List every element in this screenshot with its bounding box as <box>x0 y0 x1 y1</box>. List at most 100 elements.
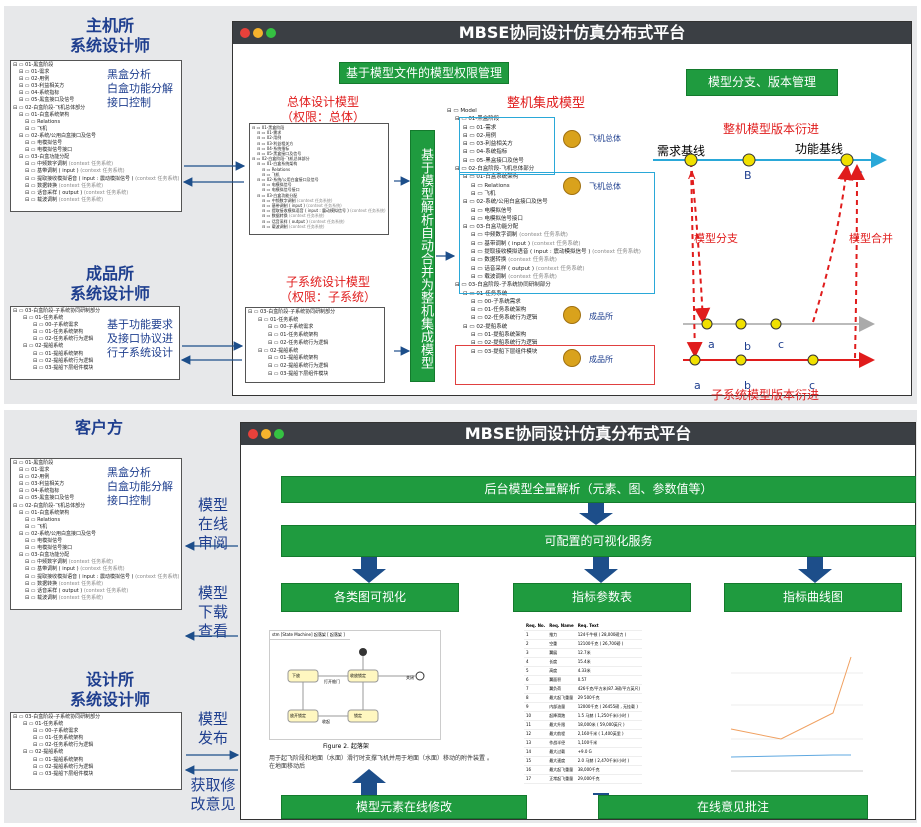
tree-item[interactable]: ⊟ ▭ 04-系统指标 <box>257 145 290 151</box>
tree-item[interactable]: ⊟ ▭ 01-需求 <box>19 69 50 76</box>
tree-item[interactable]: ⊟ ▭ 飞机 <box>25 523 48 530</box>
tree-item[interactable]: ⊟ ▭ Model <box>447 108 477 114</box>
tree-item[interactable]: ⊟ ▭ 基带调制 ( input ) (context 任务系统) <box>25 566 125 573</box>
tree-item[interactable]: ⊟ ▭ 01-任务系统 <box>258 316 299 323</box>
tree-item[interactable]: ⊟ ▭ 载波调制 (context 任务系统) <box>25 196 104 203</box>
tree-item[interactable]: ⊟ ▭ 03-提船下层组件模块 <box>33 770 94 777</box>
curve-chart-preview[interactable] <box>723 645 873 785</box>
tree-item[interactable]: ⊟ ▭ Relations <box>262 166 291 172</box>
tree-item[interactable]: ⊟ ▭ 01-任务系统架构 <box>268 332 319 339</box>
version-point-A[interactable] <box>684 153 698 167</box>
tree-item[interactable]: ⊟ ▭ 01-黑盒阶段 <box>252 125 285 130</box>
tree-item[interactable]: ⊟ ▭ 02-任务系统行为逻辑 <box>471 315 538 322</box>
tree-item[interactable]: ⊟ ▭ 数据转换 (context 任务系统) <box>25 580 104 587</box>
tree-item[interactable]: ⊟ ▭ 03-白盒功能分配 <box>19 552 70 559</box>
tree-item[interactable]: ⊟ ▭ 载波调制 (context 任务系统) <box>25 594 104 601</box>
tree-item[interactable]: ⊟ ▭ 02-提船系统 <box>23 749 64 756</box>
tree-item[interactable]: ⊟ ▭ Relations <box>25 118 61 125</box>
tree-item[interactable]: ⊟ ▭ 05-黑盒接口及信号 <box>19 495 75 502</box>
tree-item[interactable]: ⊟ ▭ 电模拟信号 <box>471 207 512 214</box>
tree-item[interactable]: ⊟ ▭ 电模拟信号接口 <box>25 147 73 154</box>
tree-item[interactable]: ⊟ ▭ 飞机 <box>471 190 496 197</box>
sub-point-2[interactable] <box>735 318 747 330</box>
tree-item[interactable]: ⊟ ▭ 02-白盒阶段-飞机总体部分 <box>455 166 535 173</box>
tree-item[interactable]: ⊟ ▭ 00-子系统需求 <box>33 728 79 735</box>
tree-item[interactable]: ⊟ ▭ 提取接收模拟语音 ( input : 震动模拟信号 ) (context… <box>471 249 641 256</box>
design-model-tree[interactable]: ⊟ ▭ 03-白盒阶段-子系统协同研制部分⊟ ▭ 01-任务系统⊟ ▭ 00-子… <box>10 712 182 790</box>
tree-item[interactable]: ⊟ ▭ 中频数字调制 (context 任务系统) <box>262 197 333 203</box>
tree-item[interactable]: ⊟ ▭ 02-系统/公用白盒接口及信号 <box>257 177 319 183</box>
tree-item[interactable]: ⊟ ▭ 数据转换 (context 任务系统) <box>471 257 557 264</box>
tree-item[interactable]: ⊟ ▭ 05-黑盒接口及信号 <box>257 151 302 157</box>
tree-item[interactable]: ⊟ ▭ 02-用例 <box>19 474 50 481</box>
maximize-dot-icon[interactable] <box>274 429 284 439</box>
overall-model-tree[interactable]: ⊟ ▭ 01-黑盒阶段⊟ ▭ 01-需求⊟ ▭ 02-用例⊟ ▭ 03-利益相关… <box>249 123 389 235</box>
tree-item[interactable]: ⊟ ▭ 提取接收模拟语音 ( input : 震动模拟信号 ) (context… <box>262 208 386 214</box>
tree-item[interactable]: ⊟ ▭ 03-白盒阶段-子系统协同研制部分 <box>13 308 101 314</box>
tree-item[interactable]: ⊟ ▭ 02-提船系统行为逻辑 <box>471 340 538 347</box>
tree-item[interactable]: ⊟ ▭ 载波调制 (context 任务系统) <box>471 273 557 280</box>
tree-item[interactable]: ⊟ ▭ 03-白盒功能分配 <box>257 192 298 198</box>
sub-point-1[interactable] <box>701 318 713 330</box>
tree-item[interactable]: ⊟ ▭ 03-白盒功能分配 <box>19 154 70 161</box>
tree-item[interactable]: ⊟ ▭ 02-任务系统行为逻辑 <box>33 742 94 749</box>
main-model-tree[interactable]: ⊟ ▭ 01-黑盒阶段⊟ ▭ 01-需求⊟ ▭ 02-用例⊟ ▭ 03-利益相关… <box>10 60 182 212</box>
tree-item[interactable]: ⊟ ▭ 02-用例 <box>463 132 497 139</box>
tree-item[interactable]: ⊟ ▭ 02-系统/公用白盒接口及信号 <box>19 132 96 139</box>
close-dot-icon[interactable] <box>240 28 250 38</box>
tree-item[interactable]: ⊟ ▭ 01-白盒系统架构 <box>463 174 519 181</box>
tree-item[interactable]: ⊟ ▭ 基带调制 ( input ) (context 任务系统) <box>471 240 581 247</box>
sub-point-5[interactable] <box>735 354 747 366</box>
tree-item[interactable]: ⊟ ▭ 飞机 <box>262 171 280 177</box>
tree-item[interactable]: ⊟ ▭ 01-白盒系统架构 <box>19 111 70 118</box>
online-comment-box[interactable]: 在线意见批注 <box>598 795 868 819</box>
tree-item[interactable]: ⊟ ▭ 02-白盒阶段-飞机总体部分 <box>13 104 86 111</box>
close-dot-icon[interactable] <box>248 429 258 439</box>
integrated-model-tree[interactable]: ⊟ ▭ Model⊟ ▭ 01-黑盒阶段⊟ ▭ 01-需求⊟ ▭ 02-用例⊟ … <box>445 106 645 386</box>
tree-item[interactable]: ⊟ ▭ 01-白盒系统架构 <box>257 161 298 167</box>
tree-item[interactable]: ⊟ ▭ 03-提船下层组件模块 <box>268 370 329 377</box>
client-model-tree[interactable]: ⊟ ▭ 01-黑盒阶段⊟ ▭ 01-需求⊟ ▭ 02-用例⊟ ▭ 03-利益相关… <box>10 458 182 610</box>
tree-item[interactable]: ⊟ ▭ 电模拟信号接口 <box>262 187 300 193</box>
tree-item[interactable]: ⊟ ▭ 基带调制 ( input ) (context 任务系统) <box>25 168 125 175</box>
tree-item[interactable]: ⊟ ▭ 电模拟信号 <box>25 538 63 545</box>
version-point-B[interactable] <box>742 153 756 167</box>
tree-item[interactable]: ⊟ ▭ 中频数字调制 (context 任务系统) <box>25 559 114 566</box>
tree-item[interactable]: ⊟ ▭ 话音采样 ( output ) (context 任务系统) <box>262 218 345 224</box>
tree-item[interactable]: ⊟ ▭ 02-白盒阶段-飞机总体部分 <box>13 502 86 509</box>
tree-item[interactable]: ⊟ ▭ 04-系统指标 <box>19 90 60 97</box>
tree-item[interactable]: ⊟ ▭ 05-黑盒接口及信号 <box>463 157 524 164</box>
tree-item[interactable]: ⊟ ▭ 01-需求 <box>257 130 282 136</box>
tree-item[interactable]: ⊟ ▭ 01-白盒系统架构 <box>19 509 70 516</box>
tree-item[interactable]: ⊟ ▭ 电模拟信号接口 <box>25 545 73 552</box>
tree-item[interactable]: ⊟ ▭ 提取接收模拟语音 ( input : 震动模拟信号 ) (context… <box>25 175 180 182</box>
minimize-dot-icon[interactable] <box>253 28 263 38</box>
version-point-C[interactable] <box>840 153 854 167</box>
tree-item[interactable]: ⊟ ▭ 02-提船系统 <box>463 323 508 330</box>
tree-item[interactable]: ⊟ ▭ 03-白盒功能分配 <box>463 224 519 231</box>
tree-item[interactable]: ⊟ ▭ 01-提船系统架构 <box>33 350 84 357</box>
tree-item[interactable]: ⊟ ▭ 00-子系统需求 <box>471 298 521 305</box>
tree-item[interactable]: ⊟ ▭ 01-提船系统架构 <box>471 332 527 339</box>
tree-item[interactable]: ⊟ ▭ 03-利益相关方 <box>19 481 65 488</box>
tree-item[interactable]: ⊟ ▭ 01-需求 <box>19 467 50 474</box>
tree-item[interactable]: ⊟ ▭ 02-提船系统行为逻辑 <box>33 357 94 364</box>
tree-item[interactable]: ⊟ ▭ 04-系统指标 <box>19 488 60 495</box>
tree-item[interactable]: ⊟ ▭ 00-子系统需求 <box>268 324 314 331</box>
tree-item[interactable]: ⊟ ▭ 01-任务系统 <box>23 721 64 728</box>
tree-item[interactable]: ⊟ ▭ 电模拟信号 <box>25 140 63 147</box>
state-machine-preview[interactable]: stm [State Machine] 起落架 [ 起落架 ] 下放 打开舱门 … <box>269 630 441 740</box>
tree-item[interactable]: ⊟ ▭ 01-任务系统架构 <box>471 307 527 314</box>
